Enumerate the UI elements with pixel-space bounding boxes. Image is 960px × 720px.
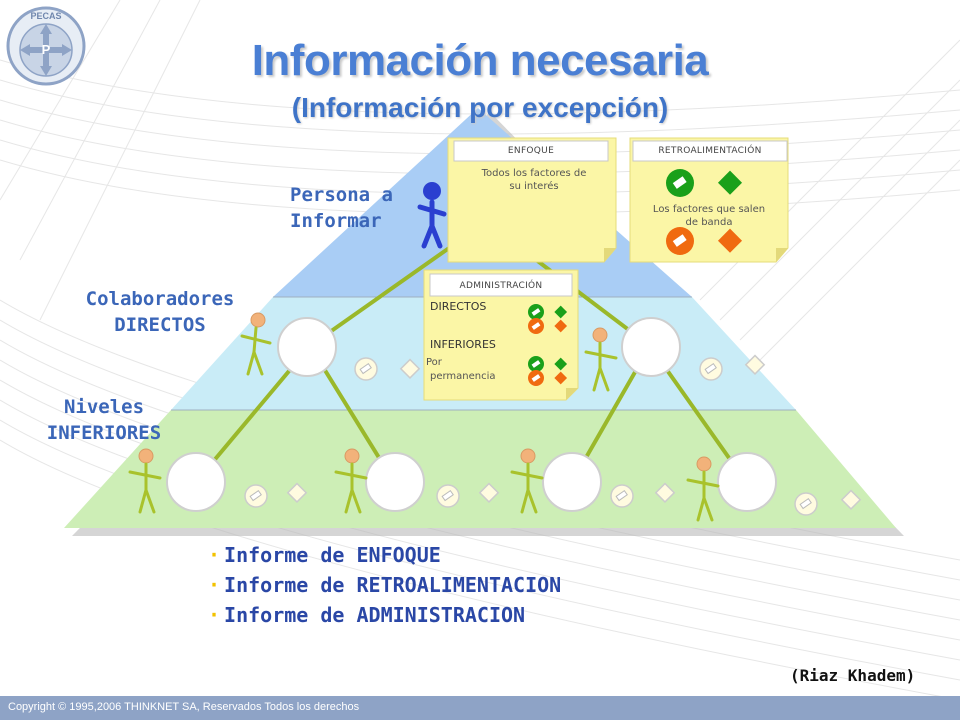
- footer-bar: Copyright © 1995,2006 THINKNET SA, Reser…: [0, 696, 960, 720]
- person-figures: [128, 312, 720, 522]
- person-lower-4: [686, 456, 720, 522]
- pecas-logo: PECAS P: [6, 6, 86, 86]
- top-person-figure: [417, 182, 447, 249]
- logo-letter: P: [42, 42, 51, 57]
- author-credit: (Riaz Khadem): [790, 666, 916, 685]
- org-nodes: [166, 192, 777, 512]
- level-label-bottom: Niveles INFERIORES: [46, 396, 162, 444]
- note-admin-header: ADMINISTRACIÓN: [459, 281, 543, 291]
- person-lower-3: [510, 448, 544, 514]
- note-admin-por: Por: [426, 357, 442, 368]
- person-direct-left: [240, 312, 272, 376]
- marker-pair-lower-3: [610, 482, 676, 508]
- copyright-text: Copyright © 1995,2006 THINKNET SA, Reser…: [8, 701, 360, 713]
- note-retroalimentacion: [629, 137, 789, 263]
- note-enfoque: [447, 137, 617, 263]
- marker-pair-lower-1: [244, 482, 308, 508]
- person-lower-1: [128, 448, 162, 514]
- level-label-top: Persona a Informar: [290, 184, 393, 232]
- node-lower-4: [717, 452, 777, 512]
- page-subtitle: (Información por excepción): [291, 92, 669, 123]
- node-lower-1: [166, 452, 226, 512]
- marker-pair-lower-2: [436, 482, 500, 508]
- bullet-item: ·Informe de ADMINISTRACION: [208, 603, 526, 627]
- node-direct-left: [277, 317, 337, 377]
- node-lower-3: [542, 452, 602, 512]
- note-admin-permanencia: permanencia: [430, 371, 496, 382]
- report-bullet-list: ·Informe de ENFOQUE ·Informe de RETROALI…: [208, 540, 561, 630]
- bullet-item: ·Informe de RETROALIMENTACION: [208, 573, 562, 597]
- person-direct-right: [584, 327, 618, 392]
- note-retro-header: RETROALIMENTACIÓN: [658, 146, 762, 156]
- node-direct-right: [621, 317, 681, 377]
- marker-pair-lower-4: [794, 489, 862, 516]
- person-lower-2: [334, 448, 368, 514]
- level-label-middle: Colaboradores DIRECTOS: [85, 288, 235, 336]
- note-admin-directos: DIRECTOS: [430, 300, 487, 313]
- pyramid-level-bottom: [64, 410, 896, 528]
- note-enfoque-text: Todos los factores de su interés: [481, 168, 587, 192]
- note-retro-text: Los factores que salen de banda: [652, 204, 766, 228]
- note-admin-inferiores: INFERIORES: [430, 338, 496, 351]
- marker-pair-direct-right: [699, 354, 766, 381]
- logo-text: PECAS: [30, 11, 61, 21]
- note-enfoque-header: ENFOQUE: [507, 146, 555, 156]
- node-lower-2: [365, 452, 425, 512]
- page-title: Información necesaria: [251, 36, 709, 85]
- note-administracion: [423, 269, 579, 401]
- marker-pair-direct-left: [354, 357, 421, 381]
- bullet-item: ·Informe de ENFOQUE: [208, 543, 441, 567]
